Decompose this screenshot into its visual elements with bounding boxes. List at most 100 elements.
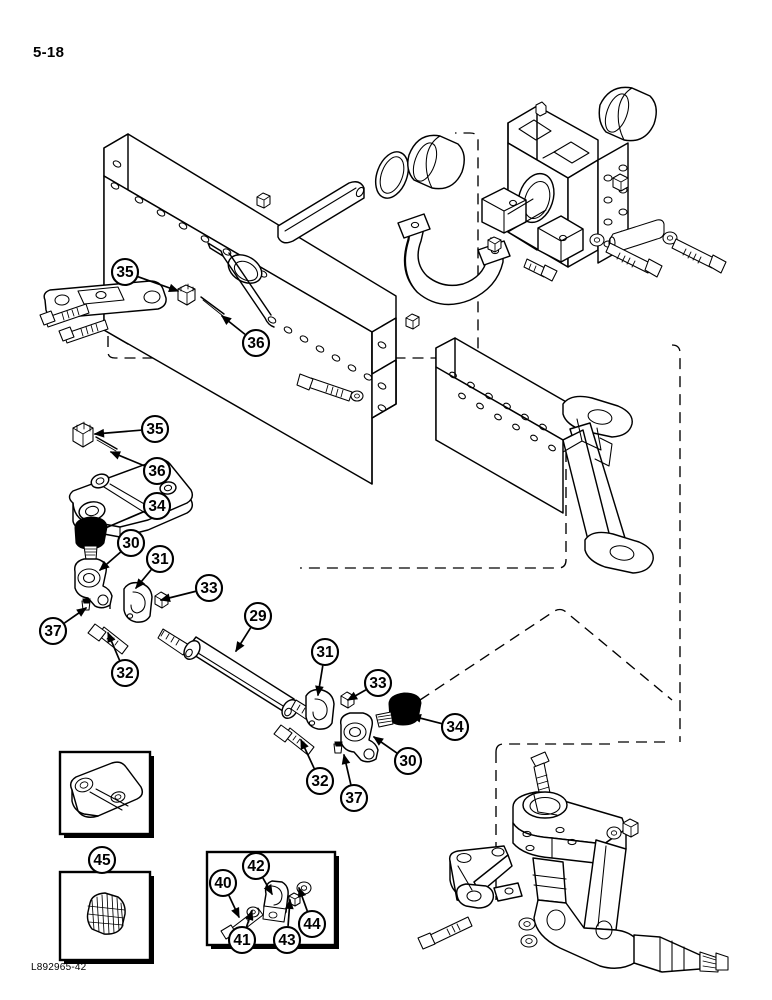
callout-arrowhead (220, 315, 232, 325)
callout-bubble (339, 783, 369, 813)
steering-knuckle-spindle (512, 751, 729, 973)
callout-arrowhead (135, 578, 146, 589)
callout-bubble (272, 925, 302, 955)
pivot-bracket-housing (481, 101, 629, 268)
callout-42-clamp-bracket: 42 (241, 851, 273, 896)
callout-number: 42 (247, 858, 264, 875)
dust-boot-left (74, 516, 108, 550)
dust-boot-right (388, 692, 422, 726)
callout-bubble (145, 544, 175, 574)
callout-bubble (38, 616, 68, 646)
hex-nut-beam-top (256, 192, 271, 209)
knuckle-mount-bolt (417, 916, 473, 950)
callout-37-grease-fitting: 37 (339, 753, 369, 813)
callout-number: 32 (311, 773, 328, 790)
knuckle-hardware (518, 818, 639, 948)
callout-bubble (110, 658, 140, 688)
callout-bubble (87, 845, 117, 875)
tie-rod-end-left (73, 545, 113, 609)
callout-number: 44 (303, 916, 321, 933)
tie-rod-clamp-left (123, 581, 153, 623)
callout-arrowhead (410, 713, 422, 723)
callout-arrowhead (109, 451, 121, 460)
callout-33-clamp-nut: 33 (159, 573, 224, 603)
callout-arrowhead (297, 886, 307, 898)
callout-arrowhead (93, 428, 105, 438)
callout-bubble (243, 601, 273, 631)
axle-extension-arm (435, 337, 654, 574)
callout-arrowhead (107, 631, 116, 643)
callout-32-clamp-bolt: 32 (300, 738, 335, 796)
tie-rod-tube (157, 628, 323, 727)
detail-inset-steering-arm (58, 750, 154, 838)
cotter-pin-upper (200, 296, 225, 317)
callout-bubble (297, 909, 327, 939)
callout-bubble (363, 668, 393, 698)
callout-number: 45 (93, 852, 111, 869)
callout-29-tie-rod-tube: 29 (235, 601, 273, 653)
callout-arrowhead (159, 593, 171, 603)
callout-number: 33 (200, 580, 218, 597)
callout-33-clamp-nut: 33 (346, 668, 393, 701)
callout-31-tie-rod-clamp: 31 (310, 637, 340, 697)
callout-arrowhead (315, 685, 324, 697)
callout-arrowhead (372, 736, 384, 746)
callout-41-lock-washer: 41 (227, 909, 257, 955)
callout-arrowhead (300, 738, 309, 750)
callout-arrowhead (94, 524, 106, 533)
callout-number: 37 (44, 623, 61, 640)
callout-number: 36 (148, 463, 166, 480)
callout-34-dust-seal-boot: 34 (410, 712, 470, 742)
callout-bubble (194, 573, 224, 603)
callout-number: 29 (249, 608, 267, 625)
callout-number: 33 (369, 675, 387, 692)
detail-inset-bushing (58, 870, 154, 964)
callout-number: 40 (214, 875, 231, 892)
callout-30-tie-rod-end-ball-joint: 30 (99, 528, 146, 571)
callout-arrowhead (244, 909, 254, 921)
callout-bubble (140, 414, 170, 444)
callout-arrowhead (346, 691, 359, 701)
callout-37-grease-fitting: 37 (38, 607, 88, 646)
callout-bubble (208, 868, 238, 898)
castle-nut-left-linkage (72, 421, 94, 448)
callout-35-slotted-castle-nut: 35 (93, 414, 170, 444)
grease-fitting-left (81, 598, 91, 611)
callout-30-tie-rod-end-ball-joint: 30 (372, 736, 423, 776)
callout-31-tie-rod-clamp: 31 (135, 544, 175, 589)
callout-number: 34 (148, 498, 166, 515)
callout-bubble (393, 746, 423, 776)
callout-bubble (241, 328, 271, 358)
callout-arrowhead (168, 283, 180, 293)
beam-lower-bolt (296, 373, 364, 402)
clamp-bolts-left (39, 303, 109, 344)
callout-arrowhead (285, 898, 294, 910)
callout-40-clamp-bolt: 40 (208, 868, 240, 919)
callout-number: 30 (122, 535, 139, 552)
pivot-bushing-front (407, 134, 465, 190)
callout-number: 41 (233, 932, 251, 949)
callout-bubble (227, 925, 257, 955)
callout-number: 31 (316, 644, 334, 661)
callout-number: 35 (116, 264, 134, 281)
callout-arrowhead (263, 883, 273, 896)
callout-number: 31 (151, 551, 169, 568)
callout-number: 30 (399, 753, 416, 770)
callout-number: 34 (446, 719, 464, 736)
callout-number: 37 (345, 790, 362, 807)
callout-bubble (305, 766, 335, 796)
callout-arrowhead (231, 907, 240, 919)
page-number: 5-18 (33, 44, 65, 61)
callout-number: 35 (146, 421, 164, 438)
callout-bubble (241, 851, 271, 881)
callout-35-slotted-castle-nut: 35 (110, 257, 180, 293)
callout-32-clamp-bolt: 32 (107, 631, 140, 688)
callout-arrowhead (76, 607, 88, 617)
callout-36-cotter-pin: 36 (220, 315, 271, 358)
tie-rod-clamp-right (305, 688, 335, 730)
callout-layer: 35 36 35 36 34 30 31 33 37 32 29 31 33 34 30 32 37 45 40 42… (38, 257, 470, 955)
callout-bubble (142, 456, 172, 486)
callout-36-cotter-pin: 36 (109, 451, 172, 486)
hex-nut-beam-lower (405, 313, 420, 330)
